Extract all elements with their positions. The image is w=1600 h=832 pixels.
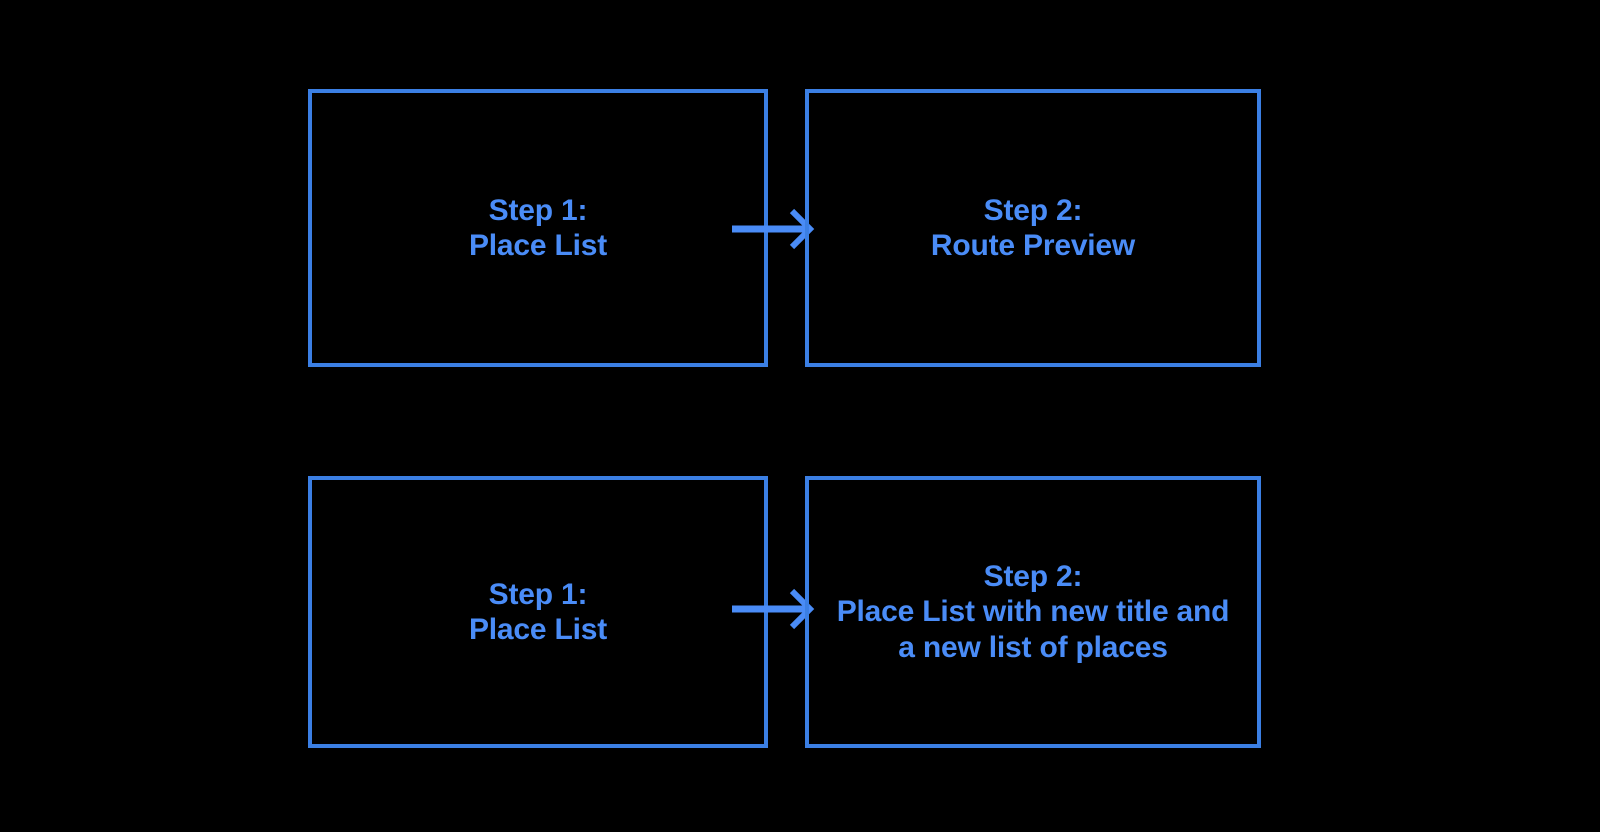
arrow-head <box>789 588 815 630</box>
step-box-place-list-top[interactable]: Step 1: Place List <box>308 89 768 367</box>
step-box-route-preview[interactable]: Step 2: Route Preview <box>805 89 1261 367</box>
arrow-right-icon-top <box>732 208 815 250</box>
step-box-label: Step 1: Place List <box>468 193 608 262</box>
step-box-new-place-list[interactable]: Step 2: Place List with new title and a … <box>805 476 1261 748</box>
step-box-label: Step 2: Place List with new title and a … <box>836 560 1230 664</box>
step-box-label: Step 2: Route Preview <box>930 193 1136 262</box>
step-box-place-list-bottom[interactable]: Step 1: Place List <box>308 476 768 748</box>
arrow-right-icon-bottom <box>732 588 815 630</box>
arrow-head <box>789 208 815 250</box>
step-box-label: Step 1: Place List <box>468 577 608 646</box>
